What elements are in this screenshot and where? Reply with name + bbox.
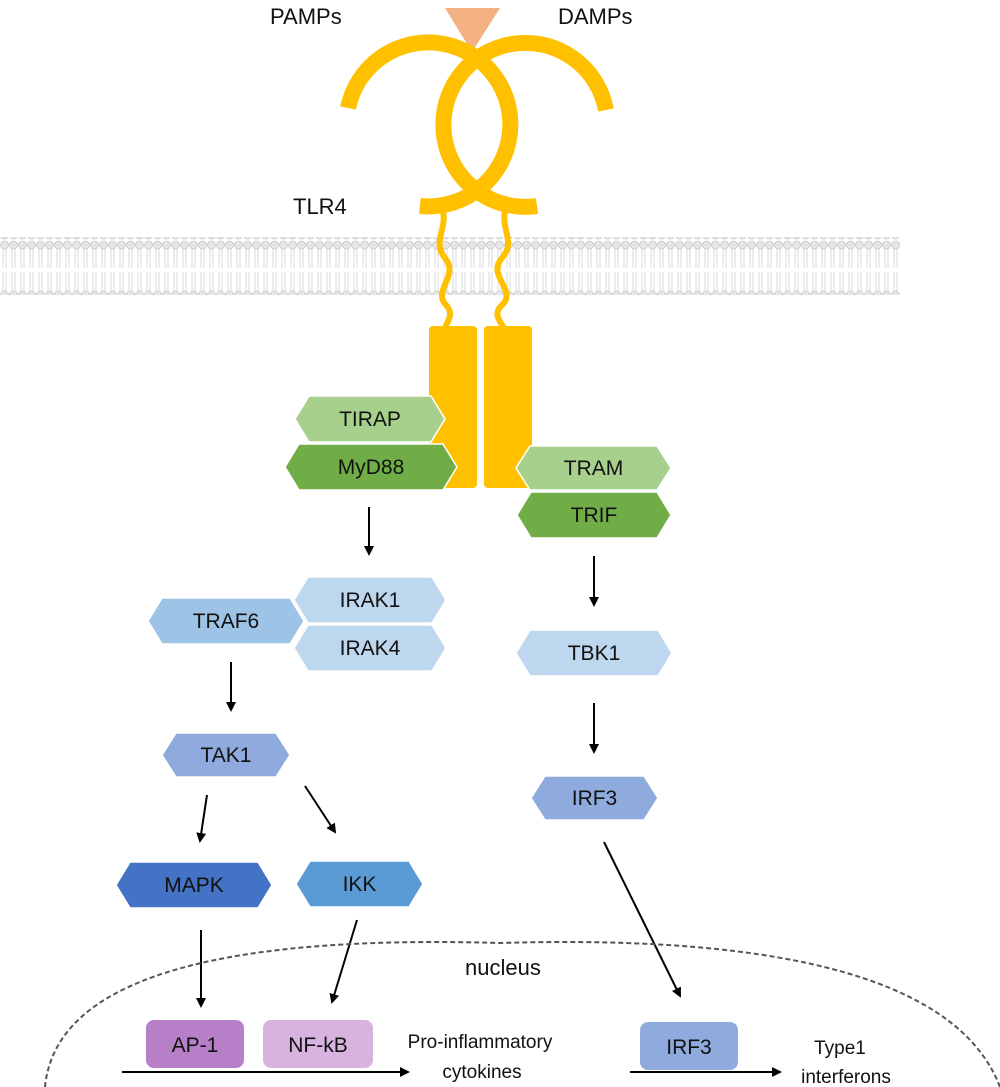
ligand-triangle xyxy=(445,8,500,52)
trif-node xyxy=(516,491,672,539)
output-interferons-line2: interferons xyxy=(801,1067,891,1087)
nucleus-label: nucleus xyxy=(465,955,541,980)
ap1-label: AP-1 xyxy=(172,1034,219,1057)
irak1-label: IRAK1 xyxy=(340,589,401,612)
tram-label: TRAM xyxy=(564,457,624,480)
mapk-node xyxy=(115,861,273,909)
ikk-label: IKK xyxy=(343,873,377,896)
irf3-nuclear-label: IRF3 xyxy=(666,1036,712,1059)
output-cytokines-line2: cytokines xyxy=(442,1062,521,1083)
ap1-box xyxy=(146,1020,244,1068)
irak4-label: IRAK4 xyxy=(340,637,401,660)
traf6-label: TRAF6 xyxy=(193,610,260,633)
tirap-node xyxy=(294,395,446,443)
nucleus-envelope xyxy=(44,941,1000,1087)
irf3-node xyxy=(530,775,659,821)
damps-label: DAMPs xyxy=(558,4,633,29)
arrow-irf3-nucleus xyxy=(603,841,681,998)
tlr4-transmembrane-left xyxy=(436,203,454,348)
mapk-label: MAPK xyxy=(164,874,224,897)
myd88-label: MyD88 xyxy=(338,456,405,479)
arrow-ikk-nfkb xyxy=(329,919,358,1004)
tlr4-transmembrane-right xyxy=(494,203,511,348)
tbk1-label: TBK1 xyxy=(568,642,621,665)
pamps-label: PAMPs xyxy=(270,4,342,29)
ikk-node xyxy=(295,860,424,908)
tlr4-label: TLR4 xyxy=(293,194,347,219)
tlr4-tir-right xyxy=(484,326,532,488)
arrows xyxy=(122,507,782,1077)
tbk1-node xyxy=(515,629,673,677)
nfkb-label: NF-kB xyxy=(288,1034,348,1057)
tram-node xyxy=(515,445,672,491)
tlr4-ectodomain-left xyxy=(340,34,519,215)
irak1-node xyxy=(293,576,447,624)
irak4-node xyxy=(293,624,447,672)
tirap-label: TIRAP xyxy=(339,408,401,431)
irf3-nuclear-box xyxy=(640,1022,738,1070)
myd88-node xyxy=(284,443,458,491)
trif-label: TRIF xyxy=(571,504,618,527)
traf6-node xyxy=(147,597,305,645)
arrow-tak1-mapk xyxy=(196,794,208,843)
irf3-label: IRF3 xyxy=(572,787,618,810)
tlr4-ectodomain-right xyxy=(435,34,614,215)
nfkb-box xyxy=(263,1020,373,1068)
output-cytokines-line1: Pro-inflammatory xyxy=(408,1032,553,1053)
tak1-node xyxy=(161,732,291,778)
output-interferons-line1: Type1 xyxy=(814,1038,866,1059)
arrow-tak1-ikk xyxy=(304,785,337,834)
tak1-label: TAK1 xyxy=(201,744,252,767)
